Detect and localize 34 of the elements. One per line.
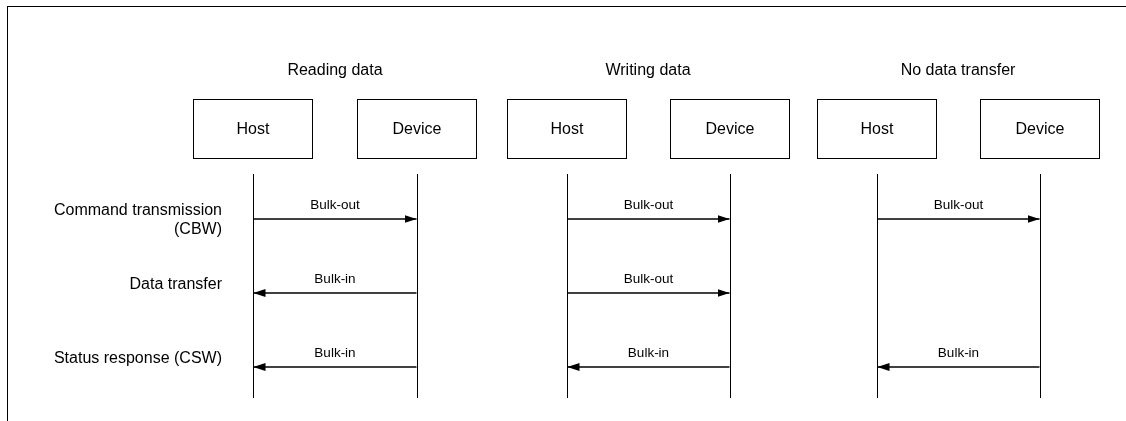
phase-label: Status response (CSW) (52, 348, 222, 367)
edge-label: Bulk-in (312, 271, 358, 286)
scenario-title: Reading data (287, 60, 383, 79)
edge-label: Bulk-in (312, 345, 358, 360)
edge-label: Bulk-out (308, 197, 362, 212)
phase-label: Command transmission (CBW) (52, 200, 222, 238)
message-arrow (252, 215, 418, 223)
lifeline (877, 174, 878, 398)
phase-label: Data transfer (128, 274, 222, 293)
participant-box: Device (980, 99, 1100, 159)
lifeline (567, 174, 568, 398)
edge-label: Bulk-in (625, 345, 672, 360)
edge-label: Bulk-out (621, 271, 676, 286)
participant-box: Device (670, 99, 790, 159)
message-arrow (252, 289, 418, 297)
message-arrow (876, 363, 1041, 371)
participant-box: Host (507, 99, 627, 159)
scenario-title: No data transfer (900, 60, 1016, 79)
message-arrow (876, 215, 1041, 223)
participant-box: Host (817, 99, 937, 159)
message-arrow (566, 215, 731, 223)
participant-box: Host (193, 99, 313, 159)
lifeline (1040, 174, 1041, 398)
lifeline (730, 174, 731, 398)
participant-box: Device (357, 99, 477, 159)
scenario-title: Writing data (605, 60, 691, 79)
edge-label: Bulk-out (621, 197, 676, 212)
message-arrow (252, 363, 418, 371)
lifeline (417, 174, 418, 398)
message-arrow (566, 289, 731, 297)
lifeline (253, 174, 254, 398)
message-arrow (566, 363, 731, 371)
edge-label: Bulk-out (931, 197, 986, 212)
edge-label: Bulk-in (935, 345, 982, 360)
